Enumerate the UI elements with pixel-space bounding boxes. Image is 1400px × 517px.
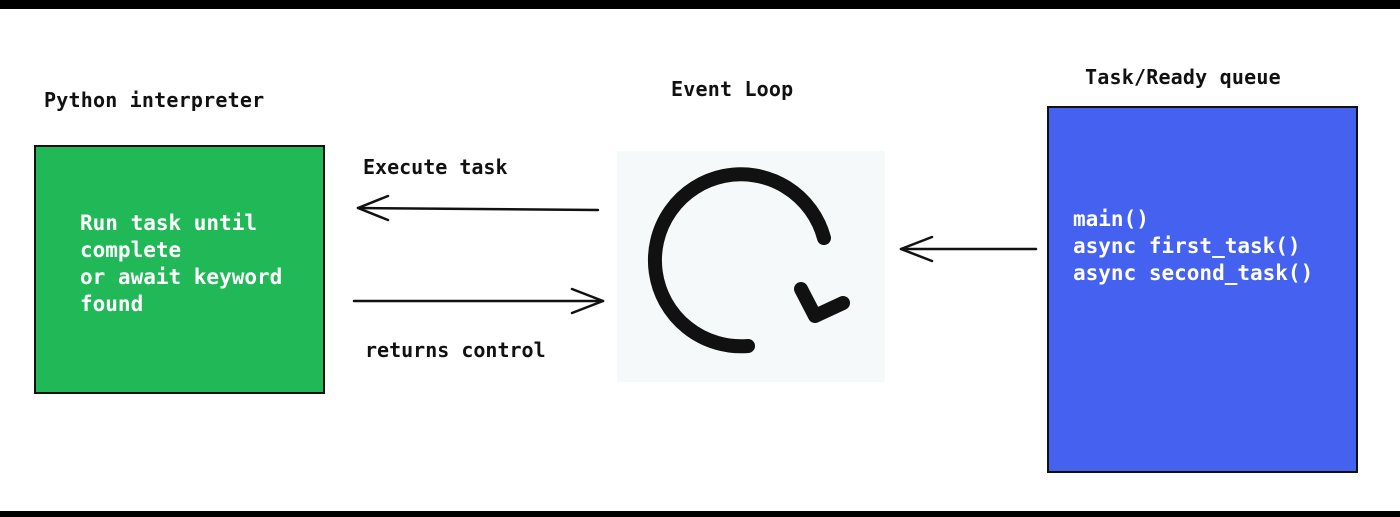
queue-text: main() async first_task() async second_t…: [1073, 206, 1313, 287]
queue-item: main(): [1073, 207, 1149, 231]
execute-task-arrow: [356, 194, 600, 222]
interpreter-line: or await keyword: [80, 265, 283, 289]
queue-item: async second_task(): [1073, 261, 1314, 285]
bottom-border: [0, 511, 1400, 517]
event-loop-title: Event Loop: [671, 77, 794, 101]
execute-task-label: Execute task: [363, 155, 508, 179]
interpreter-box: Run task until complete or await keyword…: [34, 145, 325, 394]
loop-cycle-icon: [647, 167, 850, 354]
returns-control-arrow: [352, 287, 605, 315]
returns-control-label: returns control: [365, 338, 546, 362]
queue-to-loop-arrow: [899, 235, 1038, 263]
queue-item: async first_task(): [1073, 234, 1301, 258]
interpreter-line: Run task until: [80, 211, 258, 235]
queue-title: Task/Ready queue: [1085, 65, 1281, 89]
interpreter-line: found: [80, 292, 144, 316]
interpreter-text: Run task until complete or await keyword…: [80, 210, 282, 318]
top-border: [0, 0, 1400, 9]
interpreter-line: complete: [80, 238, 182, 262]
interpreter-title: Python interpreter: [44, 88, 265, 112]
queue-box: main() async first_task() async second_t…: [1047, 106, 1358, 473]
